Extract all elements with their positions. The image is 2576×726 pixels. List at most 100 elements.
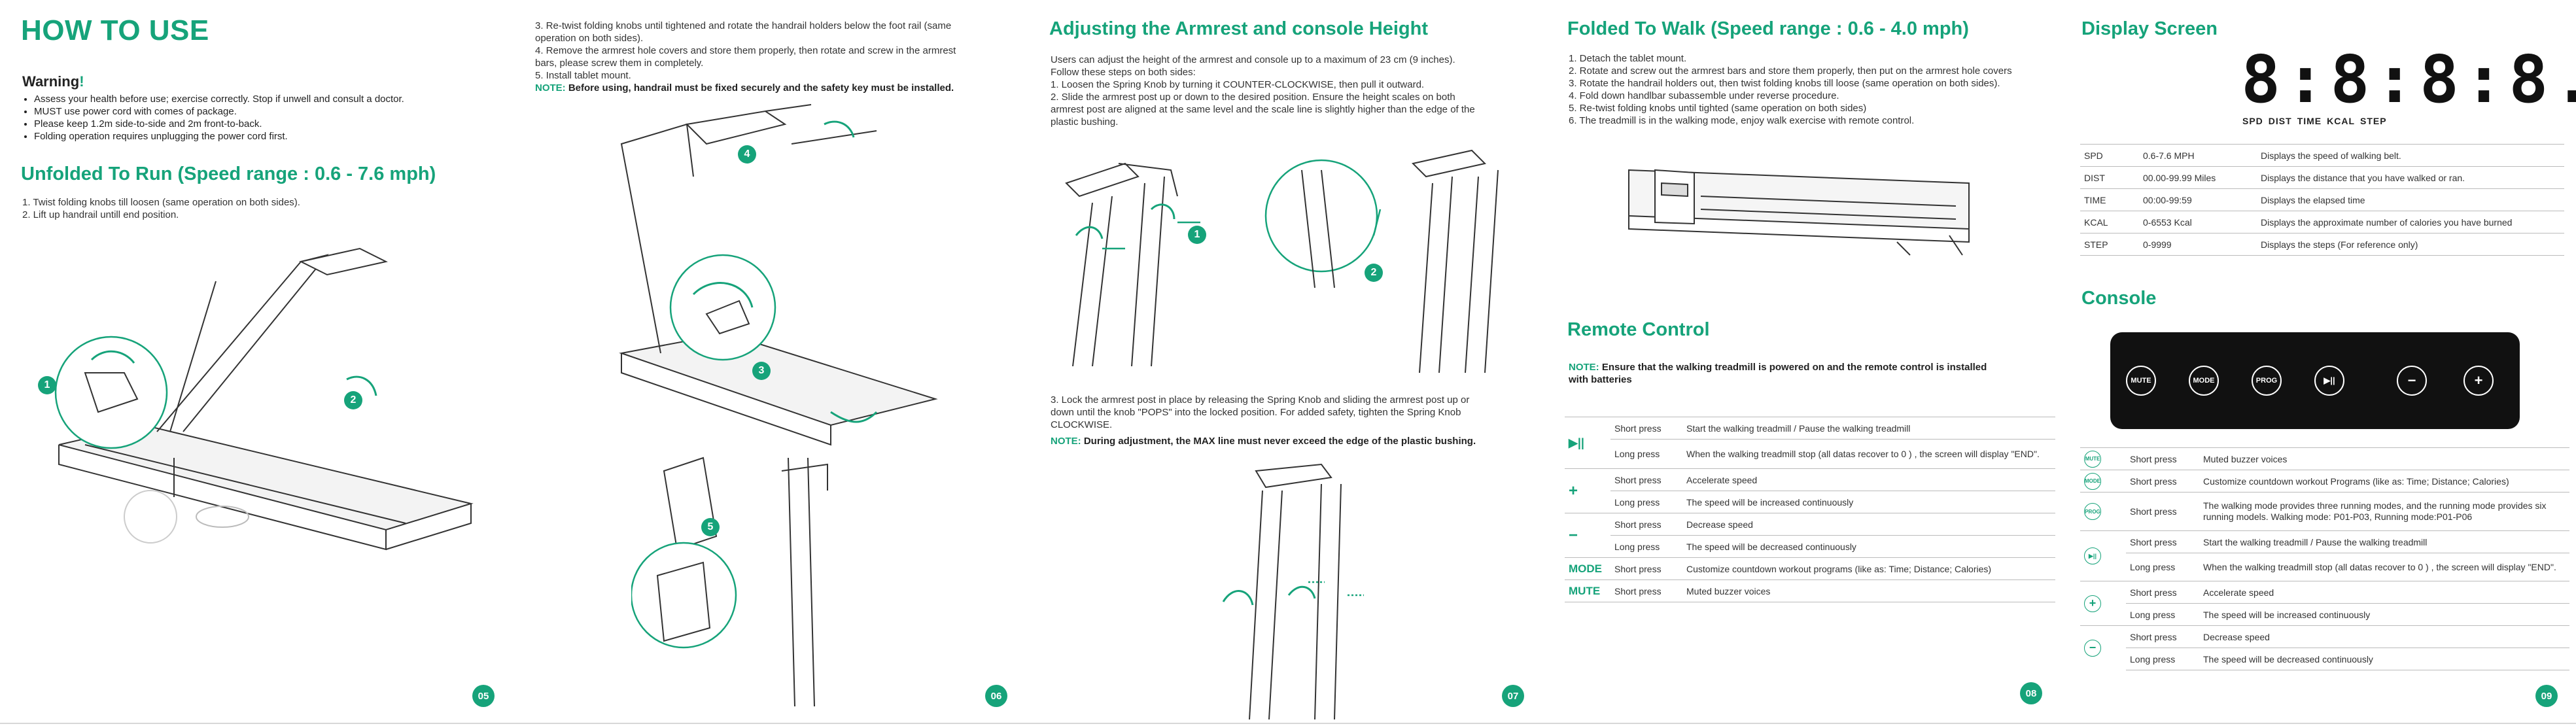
press-type: Short press bbox=[1610, 557, 1682, 580]
step-text: 3. Re-twist folding knobs until tightene… bbox=[535, 20, 952, 31]
step-3: 3. Lock the armrest post in place by rel… bbox=[1051, 394, 1535, 447]
row-desc: Muted buzzer voices bbox=[2199, 447, 2569, 470]
console-panel: MUTE MODE PROG ▶|| − + bbox=[2110, 332, 2520, 429]
note-label: NOTE: bbox=[535, 82, 566, 94]
display-label: KCAL bbox=[2327, 116, 2356, 126]
page-07: Adjusting the Armrest and console Height… bbox=[1034, 0, 1550, 726]
display-title: Display Screen bbox=[2081, 18, 2218, 39]
step-text: 5. Install tablet mount. bbox=[535, 70, 631, 81]
row-key: TIME bbox=[2080, 188, 2139, 211]
press-type: Short press bbox=[2126, 625, 2199, 648]
display-label: TIME bbox=[2297, 116, 2322, 126]
note-label: NOTE: bbox=[1051, 436, 1081, 447]
intro-line: 2. Slide the armrest post up or down to … bbox=[1051, 92, 1455, 103]
step-text: 1. Twist folding knobs till loosen (same… bbox=[22, 197, 300, 208]
row-desc: Muted buzzer voices bbox=[1682, 579, 2055, 602]
minus-button[interactable]: − bbox=[2397, 366, 2427, 396]
press-type: Short press bbox=[2126, 470, 2199, 493]
callout-2: 2 bbox=[1365, 264, 1383, 282]
step-line: CLOCKWISE. bbox=[1051, 419, 1113, 430]
note-text: with batteries bbox=[1569, 374, 1632, 385]
row-key: SPD bbox=[2080, 144, 2139, 167]
warning-item: Assess your health before use; exercise … bbox=[34, 93, 505, 105]
note-text: During adjustment, the MAX line must nev… bbox=[1081, 436, 1476, 447]
step-line: 3. Lock the armrest post in place by rel… bbox=[1051, 394, 1470, 406]
press-type: Short press bbox=[1610, 513, 1682, 536]
step-text: 2. Rotate and screw out the armrest bars… bbox=[1569, 65, 2012, 77]
row-desc: Customize countdown workout Programs (li… bbox=[2199, 470, 2569, 493]
mode-icon: MODE bbox=[2084, 472, 2101, 490]
mute-button[interactable]: MUTE bbox=[2126, 366, 2156, 396]
footer-divider bbox=[0, 723, 2576, 724]
press-type: Short press bbox=[2126, 530, 2199, 553]
row-desc: Accelerate speed bbox=[2199, 581, 2569, 604]
warning-item: MUST use power cord with comes of packag… bbox=[34, 105, 505, 118]
page-title: Adjusting the Armrest and console Height bbox=[1049, 18, 1428, 39]
note-text: Before using, handrail must be fixed sec… bbox=[565, 82, 954, 94]
row-range: 0-9999 bbox=[2139, 233, 2257, 256]
page-08: Folded To Walk (Speed range : 0.6 - 4.0 … bbox=[1550, 0, 2067, 726]
step-text: bars, please screw them in completely. bbox=[535, 58, 704, 69]
press-type: Short press bbox=[1610, 417, 1682, 440]
mute-icon: MUTE bbox=[2084, 450, 2101, 468]
handrail-install-illustration bbox=[619, 104, 938, 446]
display-label: STEP bbox=[2360, 116, 2387, 126]
mode-button[interactable]: MODE bbox=[2189, 366, 2219, 396]
step-text: operation on both sides). bbox=[535, 33, 644, 44]
press-type: Short press bbox=[2126, 447, 2199, 470]
page-title: Folded To Walk (Speed range : 0.6 - 4.0 … bbox=[1567, 18, 1969, 39]
callout-3: 3 bbox=[752, 362, 771, 380]
page-number: 07 bbox=[1502, 685, 1524, 707]
step-text: 4. Remove the armrest hole covers and st… bbox=[535, 45, 956, 56]
warning-heading: Warning! bbox=[22, 73, 84, 90]
play-pause-icon: ▶|| bbox=[1565, 417, 1610, 469]
display-label: SPD bbox=[2242, 116, 2263, 126]
steps: 1. Detach the tablet mount. 2. Rotate an… bbox=[1569, 52, 2059, 127]
row-desc: Decrease speed bbox=[2199, 625, 2569, 648]
step-text: 2. Lift up handrail untill end position. bbox=[22, 209, 179, 220]
row-desc: Customize countdown workout programs (li… bbox=[1682, 557, 2055, 580]
row-key: DIST bbox=[2080, 166, 2139, 189]
play-pause-button[interactable]: ▶|| bbox=[2314, 366, 2344, 396]
step-text: 1. Detach the tablet mount. bbox=[1569, 53, 1687, 64]
prog-button[interactable]: PROG bbox=[2252, 366, 2282, 396]
callout-4: 4 bbox=[738, 145, 756, 164]
intro-line: Follow these steps on both sides: bbox=[1051, 67, 1196, 78]
armrest-slide-illustration bbox=[1264, 149, 1499, 373]
page-number: 06 bbox=[985, 685, 1007, 707]
display-labels: SPD DIST TIME KCAL STEP bbox=[2242, 116, 2387, 126]
note-text: Ensure that the walking treadmill is pow… bbox=[1599, 362, 1987, 373]
press-type: Short press bbox=[2126, 492, 2199, 531]
row-desc: Start the walking treadmill / Pause the … bbox=[2199, 530, 2569, 553]
treadmill-folded-illustration bbox=[1628, 169, 1970, 256]
plus-button[interactable]: + bbox=[2463, 366, 2494, 396]
note: NOTE: Before using, handrail must be fix… bbox=[535, 82, 1019, 94]
row-range: 00.00-99.99 Miles bbox=[2139, 166, 2257, 189]
row-key: KCAL bbox=[2080, 211, 2139, 233]
row-desc: When the walking treadmill stop (all dat… bbox=[1682, 439, 2055, 469]
intro-line: 1. Loosen the Spring Knob by turning it … bbox=[1051, 79, 1425, 90]
warning-list: Assess your health before use; exercise … bbox=[22, 93, 505, 143]
intro-line: plastic bushing. bbox=[1051, 116, 1119, 128]
armrest-lock-illustration bbox=[1222, 463, 1364, 719]
minus-icon: − bbox=[1565, 513, 1610, 558]
row-desc: Displays the steps (For reference only) bbox=[2257, 233, 2564, 256]
row-desc: The speed will be decreased continuously bbox=[1682, 535, 2055, 558]
steps: 1. Twist folding knobs till loosen (same… bbox=[22, 196, 300, 221]
page-09: Display Screen 8:8:8:8. SPD DIST TIME KC… bbox=[2067, 0, 2576, 726]
press-type: Short press bbox=[1610, 579, 1682, 602]
row-range: 0.6-7.6 MPH bbox=[2139, 144, 2257, 167]
